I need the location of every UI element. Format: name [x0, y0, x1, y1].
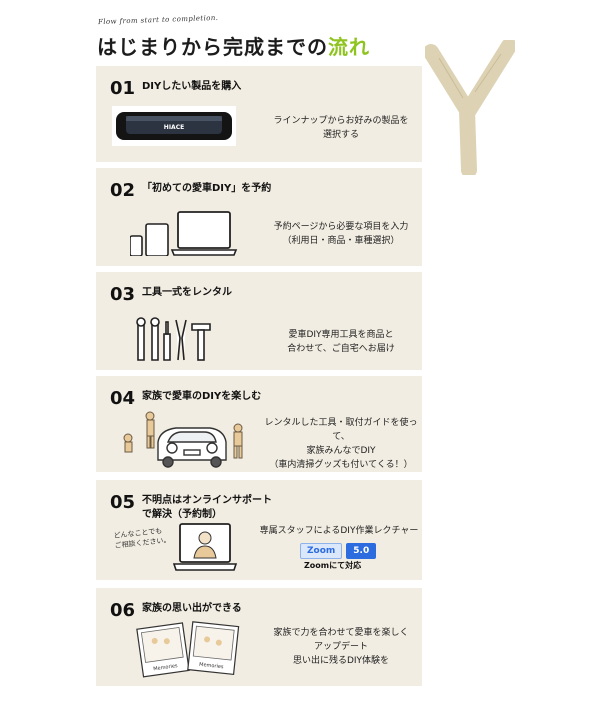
step-description: 家族で力を合わせて愛車を楽しく アップデート 思い出に残るDIY体験を	[256, 626, 426, 668]
step-title: 不明点はオンラインサポート で解決（予約制）	[142, 494, 272, 522]
step-title: 家族で愛車のDIYを楽しむ	[142, 391, 262, 402]
title-line: で解決（予約制）	[142, 509, 222, 520]
zoom-badge: Zoom	[300, 543, 343, 559]
step-title: 工具一式をレンタル	[142, 287, 232, 298]
step-description: 予約ページから必要な項目を入力 （利用日・商品・車種選択）	[256, 220, 426, 248]
desc-line: （利用日・商品・車種選択）	[282, 236, 400, 246]
step-number: 06	[110, 600, 136, 621]
step-title: 「初めての愛車DIY」を予約	[142, 183, 272, 194]
photo-caption: Memories	[153, 663, 178, 672]
desc-line: 合わせて、ご自宅へお届け	[287, 344, 395, 354]
step-02: 02 「初めての愛車DIY」を予約 予約ページから必要な項目を入力 （利用日・商…	[96, 168, 422, 266]
desc-line: レンタルした工具・取付ガイドを使って、	[264, 418, 418, 442]
devices-icon	[130, 211, 238, 256]
step-number: 03	[110, 284, 136, 305]
product-label: HIACE	[164, 124, 184, 131]
family-photos-illustration: Memories Memories	[136, 621, 240, 678]
page-title-main: はじまりから完成までの	[97, 35, 328, 59]
desc-line: ラインナップからお好みの製品を	[273, 116, 409, 126]
step-description: 専属スタッフによるDIY作業レクチャー	[259, 526, 419, 536]
step-title: DIYしたい製品を購入	[142, 81, 242, 92]
speech-note: どんなことでも ご相談ください。	[113, 525, 171, 551]
family-car-illustration	[123, 411, 243, 468]
step-number: 01	[110, 78, 136, 99]
zoom-badges: Zoom 5.0	[300, 543, 377, 559]
title-line: 不明点はオンラインサポート	[142, 495, 272, 506]
desc-line: アップデート	[313, 642, 368, 652]
desc-line: 選択する	[322, 130, 359, 140]
desc-line: 愛車DIY専用工具を商品と	[288, 330, 394, 340]
step-description: 愛車DIY専用工具を商品と 合わせて、ご自宅へお届け	[256, 328, 426, 356]
page-title-accent: 流れ	[328, 35, 370, 59]
header-subtitle: Flow from start to completion.	[97, 13, 219, 27]
zoom-caption: Zoomにて対応	[304, 561, 362, 570]
y-letter-decoration	[425, 40, 515, 175]
step-04: 04 家族で愛車のDIYを楽しむ レンタルした工具・取付ガイドを使って、 家族み…	[96, 376, 422, 472]
step-number: 02	[110, 180, 136, 201]
page-title: はじまりから完成までの流れ	[97, 31, 370, 60]
step-number: 04	[110, 388, 136, 409]
tools-icon	[136, 317, 211, 361]
desc-line: 家族みんなでDIY	[306, 446, 376, 456]
step-01: 01 DIYしたい製品を購入 HIACE ラインナップからお好みの製品を 選択す…	[96, 66, 422, 162]
desc-line: 思い出に残るDIY体験を	[292, 656, 390, 666]
step-03: 03 工具一式をレンタル 愛車DIY専用工具を商品と 合わせて、ご自宅へお届け	[96, 272, 422, 370]
step-number: 05	[110, 492, 136, 513]
laptop-support-staff-icon	[172, 523, 238, 571]
desc-line: 予約ページから必要な項目を入力	[273, 222, 409, 232]
desc-line: （車内清掃グッズも付いてくる！）	[269, 460, 413, 470]
step-description: ラインナップからお好みの製品を 選択する	[256, 114, 426, 142]
step-description: レンタルした工具・取付ガイドを使って、 家族みんなでDIY （車内清掃グッズも付…	[256, 416, 426, 472]
step-title: 家族の思い出ができる	[142, 603, 242, 614]
photo-caption: Memories	[199, 662, 224, 671]
zoom-version-badge: 5.0	[346, 543, 377, 559]
desc-line: 家族で力を合わせて愛車を楽しく	[273, 628, 409, 638]
step-05: 05 不明点はオンラインサポート で解決（予約制） どんなことでも ご相談くださ…	[96, 480, 422, 580]
step-06: 06 家族の思い出ができる Memories Memories 家族で力を合わせ…	[96, 588, 422, 686]
rearview-mirror-product-image: HIACE	[112, 106, 236, 146]
